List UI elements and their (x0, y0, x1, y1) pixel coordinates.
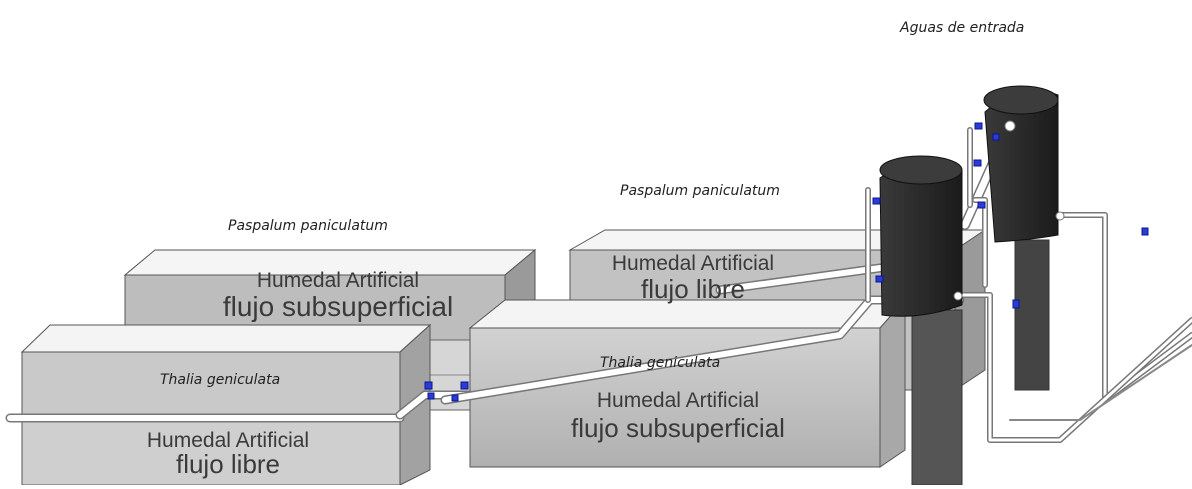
wetland-title-line1: Humedal Artificial (256, 269, 420, 292)
wetland-front-right-title: Humedal Artificial flujo subsuperficial (548, 390, 808, 441)
inlet-label: Aguas de entrada (900, 20, 1025, 36)
wetland-back-right-title: Humedal Artificial flujo libre (578, 253, 808, 302)
wetland-back-left-title: Humedal Artificial flujo subsuperficial (208, 270, 468, 321)
wetland-title-line1: Humedal Artificial (596, 389, 760, 412)
tank-support-front (911, 309, 963, 486)
box-front (469, 327, 881, 468)
box-top (468, 299, 907, 329)
box-front-upper (21, 351, 401, 421)
box-front-lower (21, 419, 401, 486)
valve-icon (977, 201, 986, 209)
wetland-front-left-title: Humedal Artificial flujo libre (108, 430, 348, 477)
valve-icon (875, 275, 884, 283)
plant-label-back-left: Paspalum paniculatum (228, 218, 388, 234)
valve-icon (460, 381, 469, 390)
valve-icon (424, 381, 433, 390)
valve-icon (427, 392, 435, 400)
wetland-title-line2: flujo libre (640, 274, 746, 304)
wetland-front-left (20, 323, 432, 486)
valve-icon (451, 394, 459, 402)
valve-icon (1141, 227, 1149, 236)
tank-support-back (1014, 239, 1050, 391)
wetland-title-line2: flujo libre (175, 449, 281, 479)
wetland-title-line2: flujo subsuperficial (571, 413, 785, 443)
plant-label-back-right: Paspalum paniculatum (620, 183, 780, 199)
plant-label-front-left: Thalia geniculata (160, 372, 281, 388)
plant-label-front-right: Thalia geniculata (600, 355, 721, 371)
wetland-title-line1: Humedal Artificial (146, 429, 310, 452)
wetland-title-line2: flujo subsuperficial (222, 291, 454, 322)
valve-icon (974, 122, 983, 130)
valve-icon (872, 197, 881, 205)
valve-icon (992, 133, 1000, 141)
tank-front (879, 155, 963, 317)
wetland-title-line1: Humedal Artificial (611, 252, 775, 275)
valve-icon (973, 159, 982, 167)
box-top (20, 324, 432, 353)
box-side (879, 298, 906, 468)
valve-icon (1012, 299, 1020, 309)
pipe-network (5, 120, 1192, 443)
tank-back (983, 85, 1059, 243)
valves (424, 122, 1149, 402)
wetland-front-right (468, 298, 907, 468)
